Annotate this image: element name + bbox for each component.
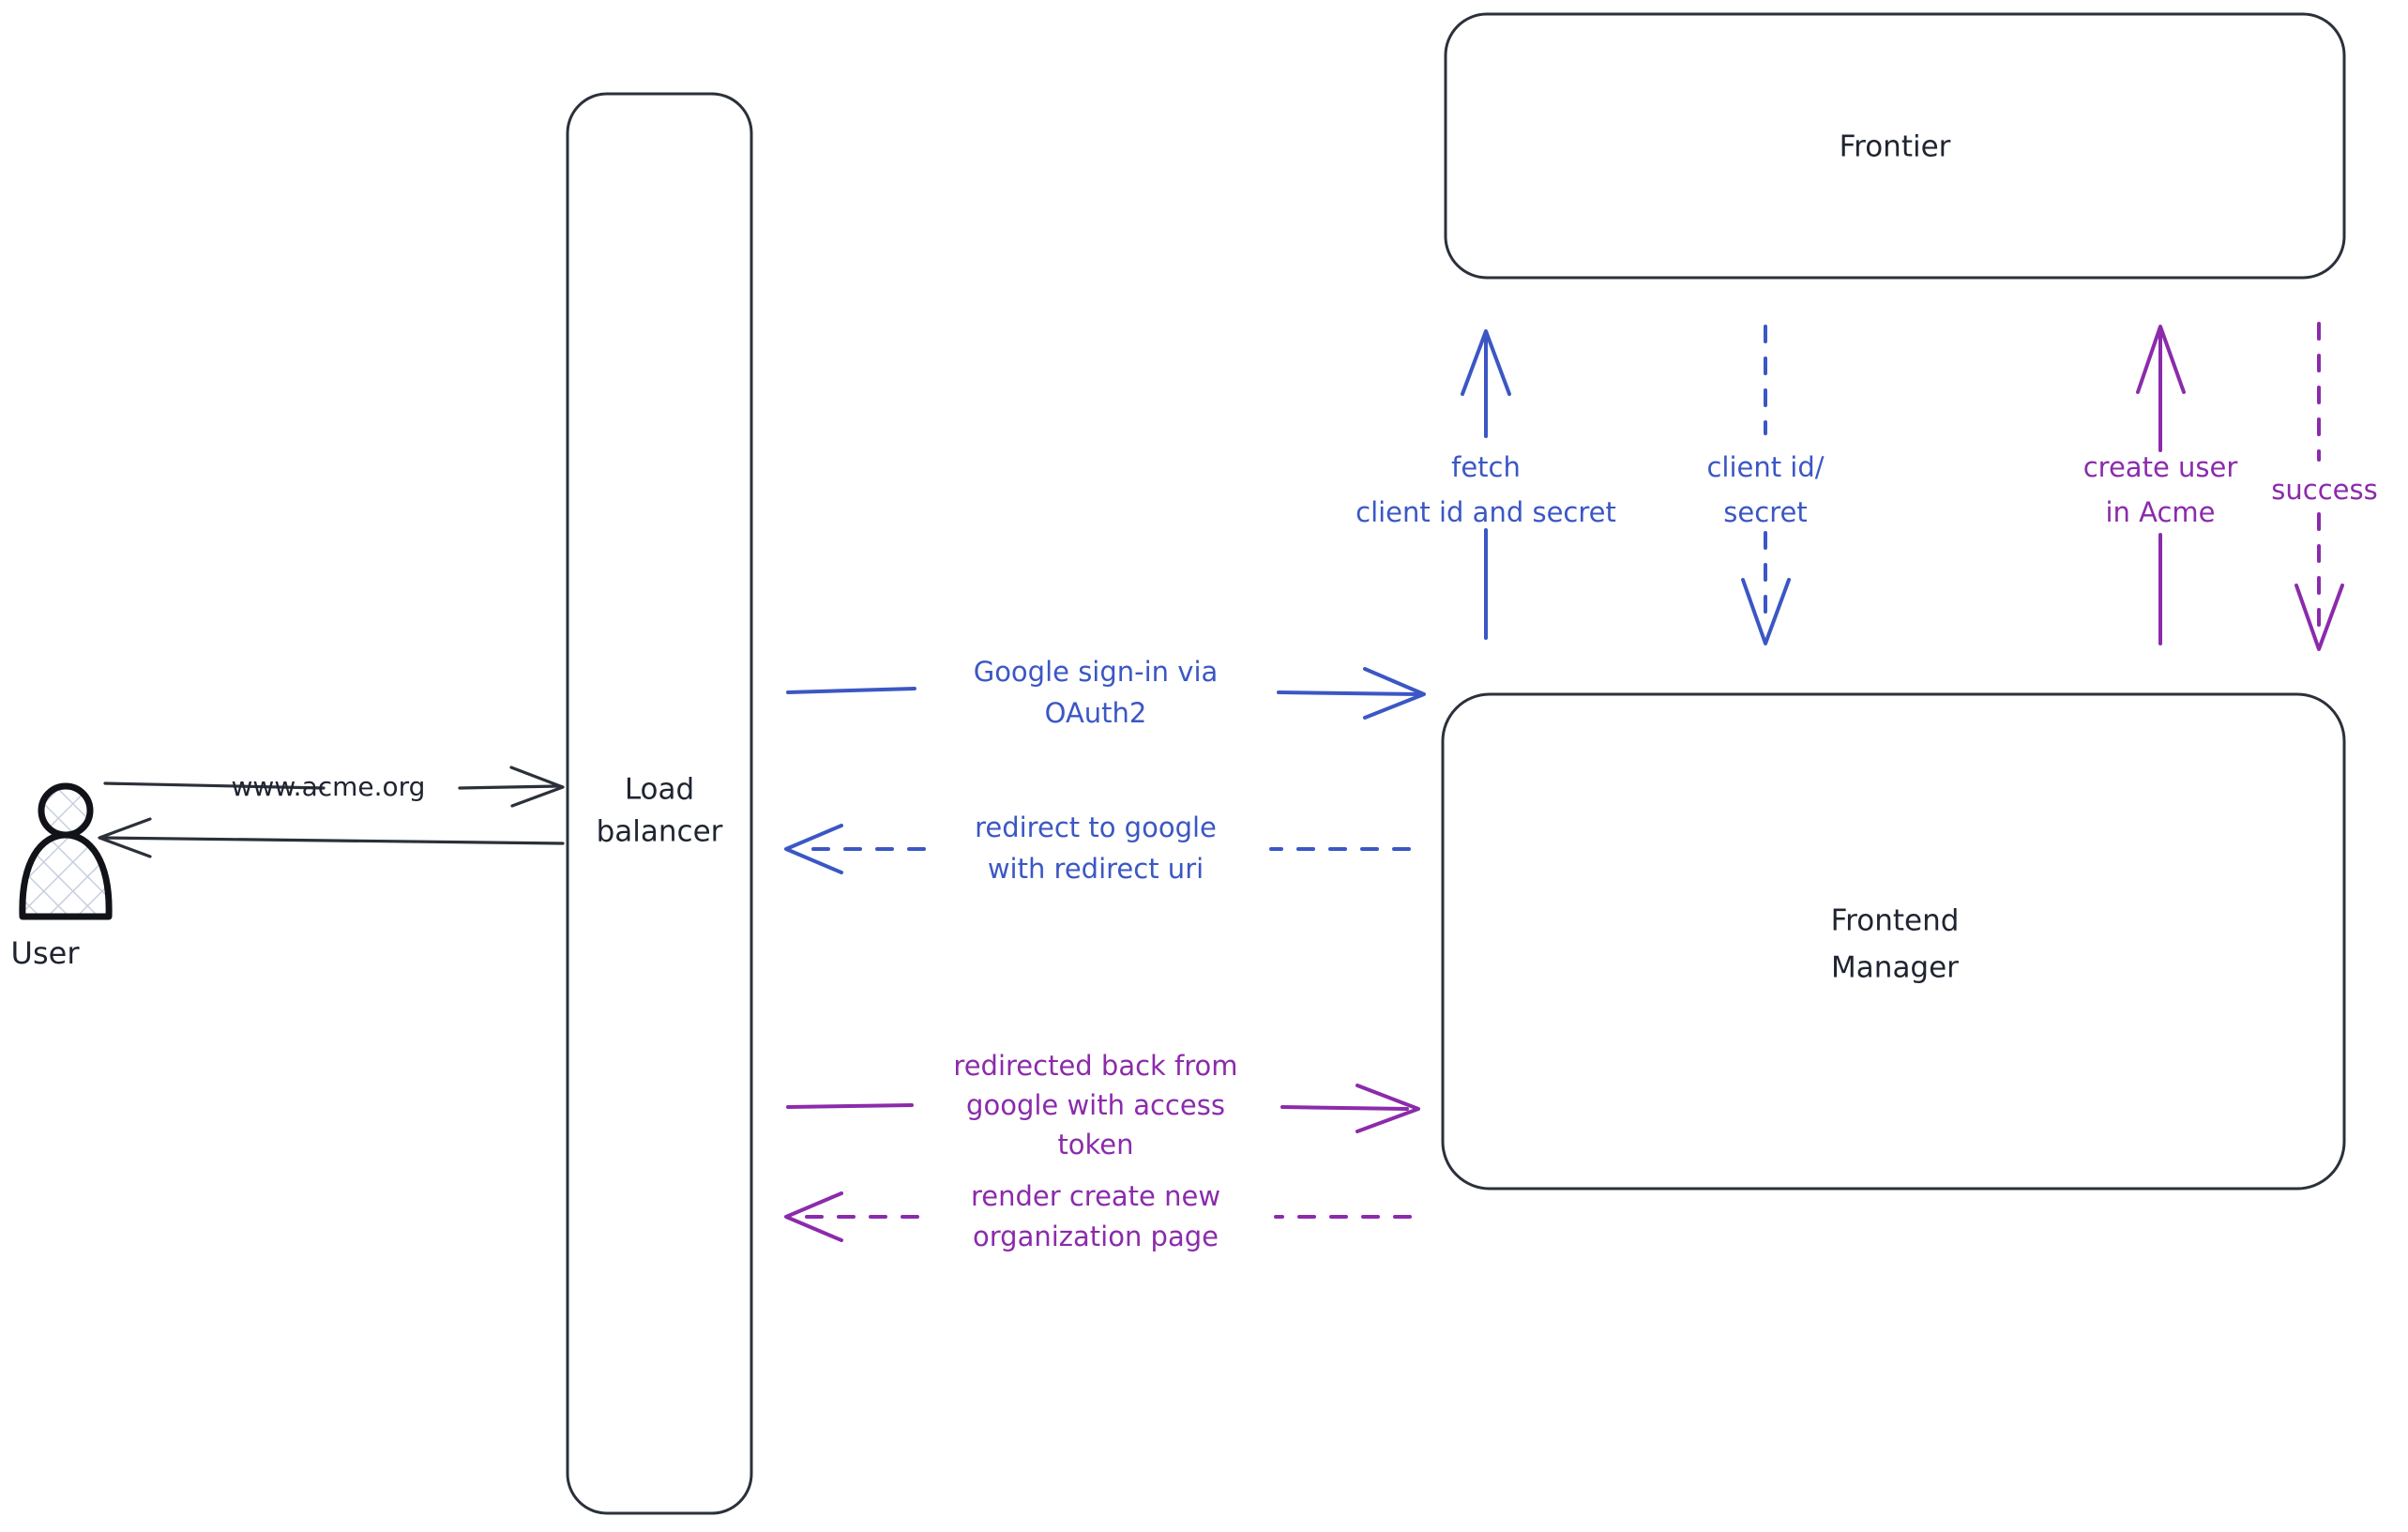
edge-user-to-load-balancer: www.acme.org bbox=[103, 766, 565, 808]
load-balancer-label-line1: Load bbox=[625, 773, 694, 807]
edge-label-www-acme-org: www.acme.org bbox=[232, 771, 426, 802]
edge-success: success bbox=[2271, 322, 2378, 651]
edge-label-fetch-line2: client id and secret bbox=[1355, 496, 1616, 528]
edge-client-id-secret: client id/ secret bbox=[1706, 325, 1825, 645]
edge-label-fetch-line1: fetch bbox=[1451, 451, 1521, 483]
edge-label-client-id-line1: client id/ bbox=[1706, 451, 1824, 483]
load-balancer-box bbox=[566, 92, 753, 1515]
frontier-box bbox=[1444, 12, 2346, 280]
load-balancer-label-line2: balancer bbox=[597, 815, 723, 849]
edge-label-access-token-line2: google with access bbox=[966, 1089, 1225, 1121]
edge-render-create-org-page: render create new organization page bbox=[784, 1180, 1412, 1252]
node-frontend-manager[interactable]: Frontend Manager bbox=[1441, 692, 2346, 1191]
edge-label-render-org-line2: organization page bbox=[973, 1221, 1219, 1252]
edge-label-redirect-google-line2: with redirect uri bbox=[988, 853, 1204, 885]
edge-create-user-in-acme: create user in Acme bbox=[2083, 325, 2238, 645]
edge-redirected-back-from-google: redirected back from google with access … bbox=[786, 1050, 1420, 1160]
person-icon-head bbox=[38, 782, 94, 839]
edge-google-signin: Google sign-in via OAuth2 bbox=[786, 656, 1426, 729]
edge-redirect-to-google: redirect to google with redirect uri bbox=[784, 812, 1411, 885]
edge-label-client-id-line2: secret bbox=[1723, 496, 1807, 528]
edge-label-google-signin-line2: OAuth2 bbox=[1045, 697, 1147, 729]
edge-load-balancer-to-user bbox=[98, 817, 565, 858]
frontend-manager-label-line1: Frontend bbox=[1831, 904, 1960, 938]
node-load-balancer[interactable]: Load balancer bbox=[566, 92, 753, 1515]
edge-label-access-token-line1: redirected back from bbox=[953, 1050, 1237, 1082]
edge-label-create-user-line1: create user bbox=[2083, 451, 2238, 483]
frontend-manager-label-line2: Manager bbox=[1831, 951, 1959, 985]
edge-label-success: success bbox=[2271, 474, 2377, 506]
node-frontier[interactable]: Frontier bbox=[1444, 12, 2346, 280]
edge-fetch-client-id-secret: fetch client id and secret bbox=[1355, 329, 1616, 640]
edge-label-redirect-google-line1: redirect to google bbox=[975, 812, 1217, 843]
actor-user-label: User bbox=[11, 935, 81, 971]
edge-label-create-user-line2: in Acme bbox=[2105, 496, 2215, 528]
edge-label-google-signin-line1: Google sign-in via bbox=[974, 656, 1219, 688]
edge-label-render-org-line1: render create new bbox=[971, 1180, 1220, 1212]
person-icon-body bbox=[19, 831, 113, 920]
actor-user[interactable]: User bbox=[11, 782, 113, 971]
frontend-manager-box bbox=[1441, 692, 2346, 1191]
edge-label-access-token-line3: token bbox=[1057, 1129, 1133, 1160]
frontier-label: Frontier bbox=[1840, 130, 1951, 164]
